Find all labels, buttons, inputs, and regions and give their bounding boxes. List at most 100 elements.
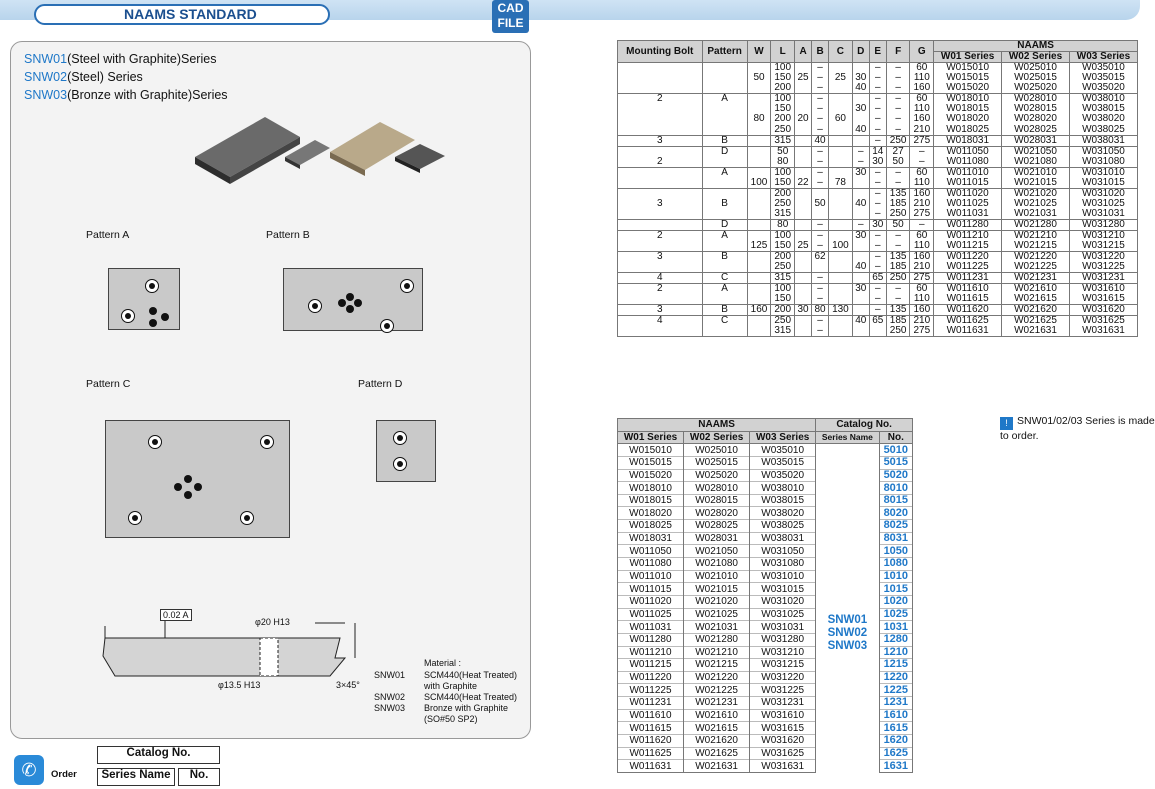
table-cell: 60 — [909, 166, 935, 178]
table-cell: – — [868, 124, 887, 136]
table-cell: – — [811, 93, 830, 105]
table-cell: W021080 — [683, 557, 751, 571]
table-cell — [746, 314, 772, 326]
table-cell: 30 — [868, 218, 887, 231]
table-cell: W031625 — [749, 746, 817, 760]
table-cell: W031020 — [1068, 187, 1139, 199]
warning-icon: ! — [1000, 417, 1013, 430]
table-cell: 30 — [851, 166, 870, 178]
table-cell: W038015 — [749, 493, 817, 507]
table-cell — [617, 62, 703, 73]
table-cell — [794, 134, 813, 147]
table-cell: W031631 — [1068, 325, 1139, 337]
table-cell: A — [701, 166, 748, 178]
table-cell — [701, 104, 748, 115]
col-header: W — [746, 40, 772, 63]
catalog-no: 1610 — [878, 708, 914, 722]
table-cell: W031620 — [749, 734, 817, 748]
table-cell: 160 — [909, 303, 935, 316]
table-cell: 40 — [851, 198, 870, 209]
order-label: Order — [51, 769, 77, 780]
table-cell: – — [811, 166, 830, 178]
table-cell: – — [868, 166, 887, 178]
table-cell — [794, 218, 813, 231]
table-cell: W038020 — [1068, 114, 1139, 125]
table-cell — [794, 314, 813, 326]
table-cell: – — [851, 156, 870, 168]
graphite-plug — [354, 299, 362, 307]
table-cell: 2 — [617, 282, 703, 294]
table-cell: D — [701, 218, 748, 231]
pattern-b-plate — [283, 268, 423, 333]
table-cell: – — [868, 208, 887, 220]
table-cell: W031025 — [749, 607, 817, 621]
table-cell: W031020 — [749, 594, 817, 609]
table-cell — [851, 187, 870, 199]
series-name: SNW01 — [827, 614, 868, 627]
table-cell — [746, 134, 772, 147]
table-cell: C — [701, 314, 748, 326]
table-cell: 25 — [794, 73, 813, 84]
table-cell: W021225 — [683, 683, 751, 697]
order-series-name: Series Name — [97, 768, 175, 786]
table-cell: W035015 — [1068, 73, 1139, 84]
table-cell: – — [868, 73, 887, 84]
table-cell — [811, 261, 830, 273]
phone-icon[interactable]: ✆ — [14, 755, 44, 785]
product-photo — [195, 117, 445, 184]
table-cell: 275 — [909, 134, 935, 147]
table-cell: – — [885, 104, 911, 115]
col-header: Pattern — [701, 40, 748, 63]
table-cell: 100 — [828, 240, 853, 252]
table-cell — [851, 293, 870, 305]
table-cell: 275 — [909, 271, 935, 284]
table-cell: W031210 — [1068, 229, 1139, 241]
page-title: NAAMS STANDARD — [34, 4, 330, 25]
table-cell: 150 — [770, 240, 796, 252]
table-cell: – — [868, 104, 887, 115]
table-cell: W035015 — [749, 455, 817, 470]
material-snw03: Bronze with Graphite — [424, 703, 509, 713]
table-cell: W031620 — [1068, 303, 1139, 316]
table-cell: 3 — [617, 303, 703, 316]
table-cell — [851, 325, 870, 337]
table-cell: – — [811, 293, 830, 305]
table-cell: W015020 — [933, 83, 1003, 94]
table-cell: – — [868, 62, 887, 73]
table-cell: 135 — [885, 187, 911, 199]
table-cell: W011080 — [933, 156, 1003, 168]
table-cell: 30 — [851, 282, 870, 294]
table-cell: – — [851, 218, 870, 231]
table-cell: – — [885, 73, 911, 84]
catalog-no: 1210 — [878, 645, 914, 659]
snw01-label: SNW01 — [374, 670, 406, 680]
table-cell: W011015 — [933, 177, 1003, 189]
table-cell — [701, 83, 748, 94]
table-cell — [828, 145, 853, 157]
catalog-no: 1620 — [878, 734, 914, 748]
table-cell — [701, 177, 748, 189]
table-cell — [746, 145, 772, 157]
table-cell: W021050 — [1001, 145, 1070, 157]
catalog-no: 1625 — [878, 746, 914, 760]
table-cell: W011015 — [616, 582, 685, 596]
series-desc: (Bronze with Graphite)Series — [67, 88, 228, 102]
table-cell: 4 — [617, 314, 703, 326]
table-cell: 80 — [746, 114, 772, 125]
bolt-hole — [145, 279, 159, 293]
table-cell: W031625 — [1068, 314, 1139, 326]
table-cell: 185 — [885, 198, 911, 209]
table-cell — [851, 303, 870, 316]
pattern-a-plate — [108, 268, 180, 330]
bolt-hole — [393, 431, 407, 445]
